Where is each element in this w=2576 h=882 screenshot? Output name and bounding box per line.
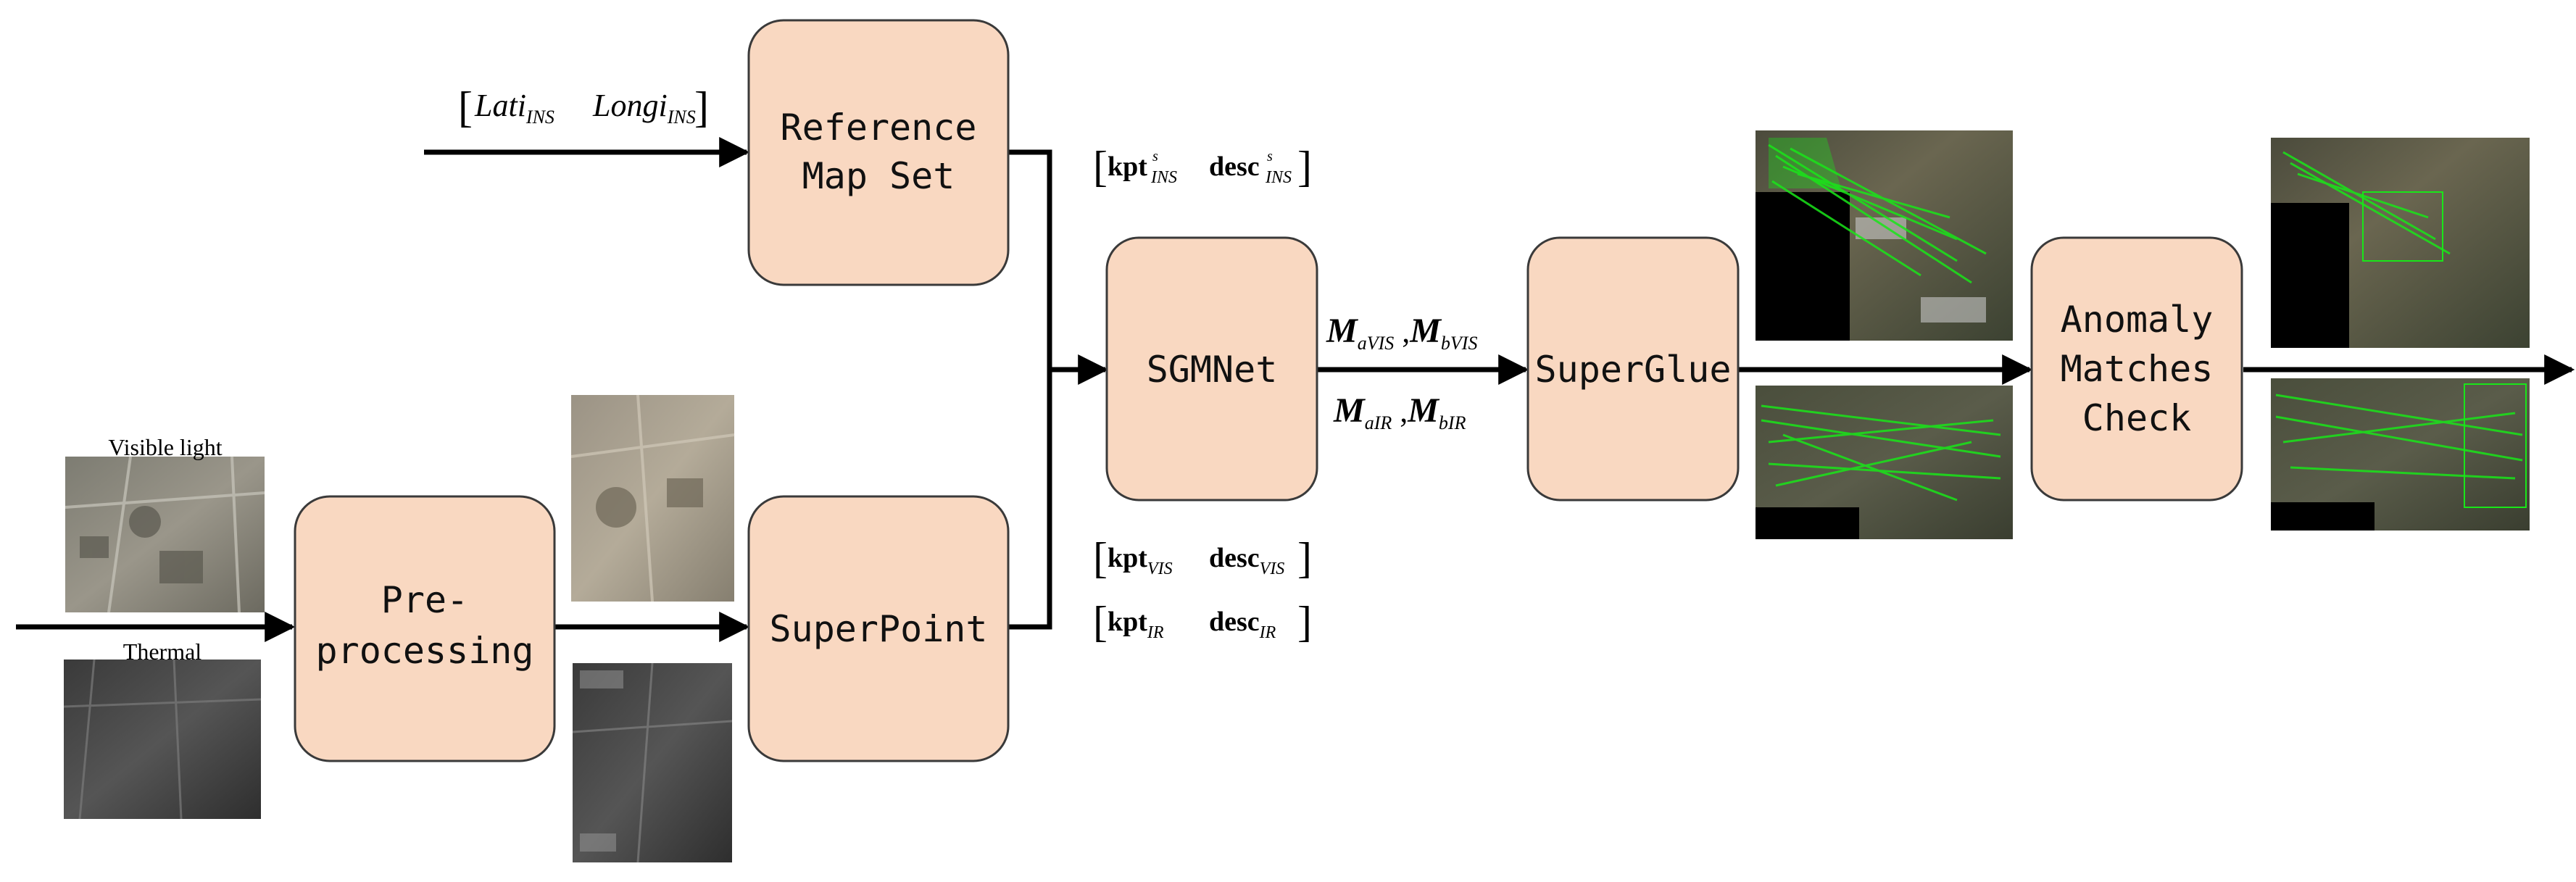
kpt-desc-ins-label: [ kpt s INS desc s INS ] — [1093, 143, 1312, 191]
anomaly-line2: Matches — [2061, 348, 2214, 390]
svg-text:kptIR: kptIR — [1108, 607, 1164, 642]
svg-text:desc: desc — [1209, 151, 1260, 182]
sgmnet-box: SGMNet — [1105, 236, 1318, 502]
svg-text:]: ] — [694, 83, 709, 131]
svg-text:[: [ — [458, 83, 473, 131]
svg-text:INS: INS — [1265, 168, 1292, 187]
svg-text:MaVIS ,MbVIS: MaVIS ,MbVIS — [1326, 312, 1477, 354]
svg-text:[: [ — [1093, 534, 1108, 582]
sgmnet-label: SGMNet — [1147, 349, 1278, 391]
svg-text:MaIR ,MbIR: MaIR ,MbIR — [1333, 391, 1466, 433]
visible-light-label: Visible light — [108, 434, 222, 460]
preprocessed-thermal-image — [572, 662, 733, 863]
svg-text:]: ] — [1297, 143, 1312, 191]
superpoint-label: SuperPoint — [769, 608, 987, 650]
kpt-desc-vis-label: [ kptVIS descVIS ] — [1093, 534, 1312, 582]
svg-text:LongiINS: LongiINS — [592, 88, 696, 128]
anomaly-thermal-result-image — [2271, 378, 2530, 531]
anomaly-line3: Check — [2082, 397, 2192, 439]
connectors — [16, 137, 2575, 642]
anomaly-visible-result-image — [2271, 138, 2530, 348]
anomaly-line1: Anomaly — [2061, 299, 2214, 341]
refmap-to-merge-line — [1007, 149, 1052, 370]
svg-text:kpt: kpt — [1108, 151, 1147, 182]
reference-map-set-line2: Map Set — [802, 155, 955, 197]
superglue-visible-result-image — [1756, 130, 2013, 341]
reference-map-set-box: Reference Map Set — [747, 19, 1010, 286]
m-ir-label: MaIR ,MbIR — [1333, 391, 1466, 433]
superglue-thermal-result-image — [1756, 386, 2013, 539]
svg-text:[: [ — [1093, 143, 1108, 191]
ins-coordinates-label: [ LatiINS LongiINS ] — [458, 83, 709, 131]
thermal-label: Thermal — [123, 638, 202, 665]
preprocessing-box: Pre- processing — [294, 495, 556, 762]
svg-text:s: s — [1152, 149, 1158, 165]
svg-text:descIR: descIR — [1209, 607, 1276, 642]
preprocessing-line2: processing — [315, 630, 533, 672]
superglue-label: SuperGlue — [1535, 349, 1732, 391]
svg-text:[: [ — [1093, 598, 1108, 646]
m-vis-label: MaVIS ,MbVIS — [1326, 312, 1477, 354]
preprocessed-visible-image — [570, 394, 735, 602]
preprocessing-line1: Pre- — [381, 579, 468, 621]
anomaly-matches-check-box: Anomaly Matches Check — [2030, 236, 2243, 502]
svg-text:descVIS: descVIS — [1209, 543, 1284, 578]
thermal-image — [63, 659, 262, 820]
svg-text:INS: INS — [1150, 168, 1177, 187]
svg-text:kptVIS: kptVIS — [1108, 543, 1173, 578]
visible-light-image — [65, 456, 265, 613]
svg-text:s: s — [1267, 149, 1273, 165]
svg-text:LatiINS: LatiINS — [474, 88, 554, 128]
svg-text:]: ] — [1297, 598, 1312, 646]
superglue-box: SuperGlue — [1526, 236, 1740, 502]
kpt-desc-ir-label: [ kptIR descIR ] — [1093, 598, 1312, 646]
superpoint-to-merge-line — [1007, 370, 1052, 630]
reference-map-set-line1: Reference — [781, 107, 977, 149]
superpoint-box: SuperPoint — [747, 495, 1010, 762]
svg-text:]: ] — [1297, 534, 1312, 582]
